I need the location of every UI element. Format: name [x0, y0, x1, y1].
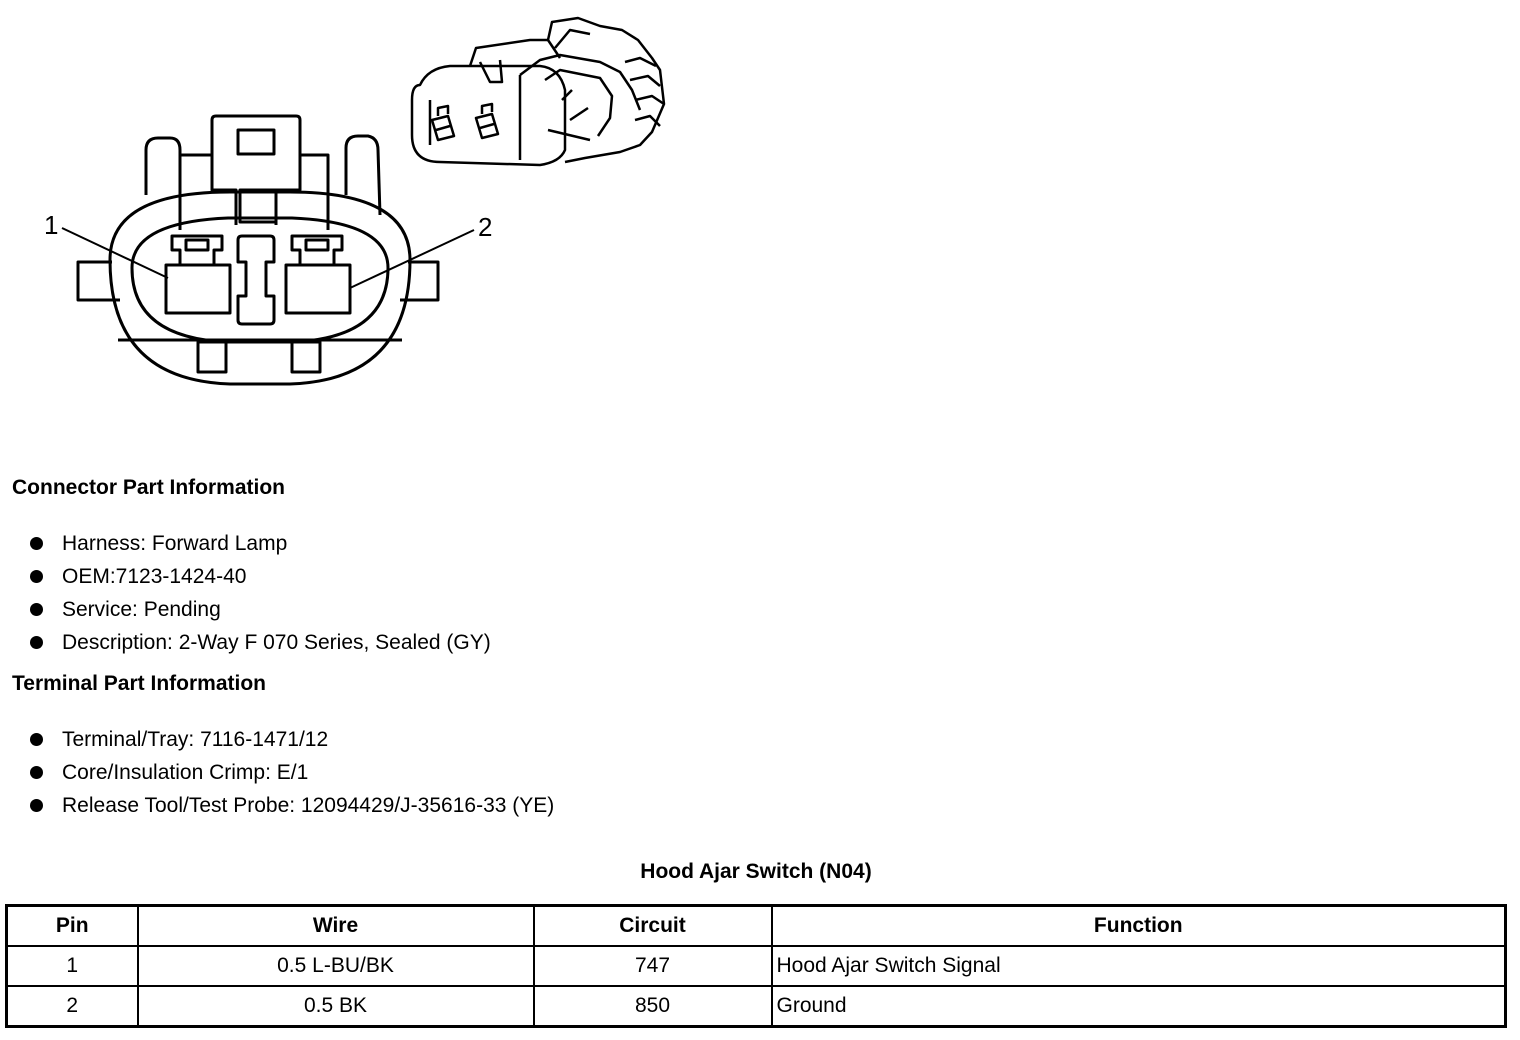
table-header-row: Pin Wire Circuit Function [5, 904, 1507, 947]
pin-1-label: 1 [44, 210, 58, 240]
cell-circuit: 747 [532, 945, 773, 987]
header-wire: Wire [136, 904, 535, 947]
table-title: Hood Ajar Switch (N04) [640, 860, 872, 883]
cell-function: Hood Ajar Switch Signal [770, 945, 1507, 987]
pin-1-leader-line [61, 227, 169, 279]
cell-wire: 0.5 L-BU/BK [136, 945, 535, 987]
table-row: 2 0.5 BK 850 Ground [5, 985, 1507, 1028]
connector-info-list: Harness: Forward Lamp OEM:7123-1424-40 S… [0, 527, 491, 659]
list-item: Release Tool/Test Probe: 12094429/J-3561… [0, 789, 554, 822]
cell-pin: 1 [5, 945, 139, 987]
connector-face-view [61, 114, 475, 386]
connector-isometric-view [410, 16, 666, 167]
pin-2-label: 2 [478, 212, 492, 242]
header-function: Function [770, 904, 1507, 947]
list-item: Core/Insulation Crimp: E/1 [0, 756, 554, 789]
header-circuit: Circuit [532, 904, 773, 947]
pinout-table: Pin Wire Circuit Function 1 0.5 L-BU/BK … [5, 904, 1507, 1028]
cell-wire: 0.5 BK [136, 985, 535, 1028]
list-item: Service: Pending [0, 593, 491, 626]
cell-function: Ground [770, 985, 1507, 1028]
list-item: OEM:7123-1424-40 [0, 560, 491, 593]
terminal-info-list: Terminal/Tray: 7116-1471/12 Core/Insulat… [0, 723, 554, 822]
header-pin: Pin [5, 904, 139, 947]
cell-circuit: 850 [532, 985, 773, 1028]
pin-2-leader-line [349, 229, 475, 289]
connector-info-heading: Connector Part Information [12, 476, 286, 499]
list-item: Harness: Forward Lamp [0, 527, 491, 560]
terminal-info-heading: Terminal Part Information [12, 672, 266, 695]
list-item: Description: 2-Way F 070 Series, Sealed … [0, 626, 491, 659]
table-row: 1 0.5 L-BU/BK 747 Hood Ajar Switch Signa… [5, 945, 1507, 987]
list-item: Terminal/Tray: 7116-1471/12 [0, 723, 554, 756]
cell-pin: 2 [5, 985, 139, 1028]
connector-diagram: 1 2 [44, 16, 666, 386]
